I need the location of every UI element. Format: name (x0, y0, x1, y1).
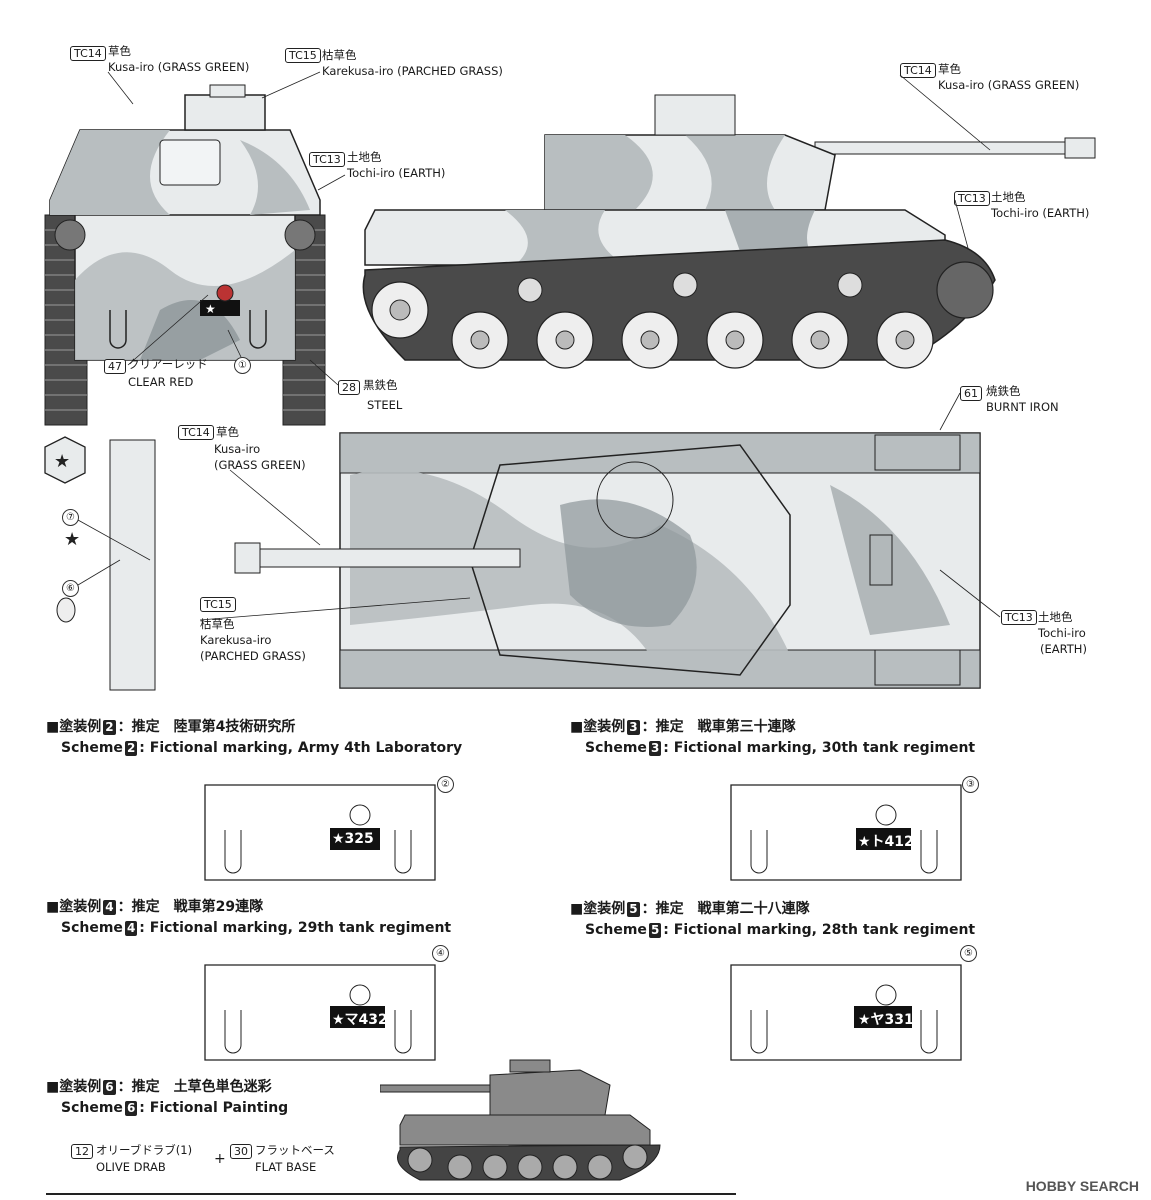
sv-en-61: BURNT IRON (986, 400, 1059, 414)
fv-jp-tc15: 枯草色 (322, 48, 357, 62)
scheme-4-plate: ★マ432 (332, 1012, 388, 1028)
tv-marker-7: ⑦ (62, 509, 79, 526)
bottom-rule (46, 1193, 736, 1195)
scheme-5-plate-drawing (730, 964, 962, 1061)
tv-jp-tc13: 土地色 (1038, 610, 1073, 624)
tv-en1-tc14: Kusa-iro (214, 442, 261, 456)
scheme-5-plate: ★ヤ331 (858, 1012, 914, 1028)
sv-jp-tc14: 草色 (938, 62, 961, 76)
svg-text:★: ★ (64, 529, 80, 550)
top-view-drawing (234, 432, 981, 689)
tv-marker-6: ⑥ (62, 580, 79, 597)
paint-code-12: 12 (71, 1144, 93, 1159)
scheme-5-marker: ⑤ (960, 945, 977, 962)
fv-jp-28: 黒鉄色 (363, 378, 398, 392)
scheme-2-marker: ② (437, 776, 454, 793)
fv-en-tc13: Tochi-iro (EARTH) (347, 166, 446, 180)
fv-code-28: 28 (338, 380, 360, 395)
sv-jp-61: 焼鉄色 (986, 384, 1021, 398)
front-view-drawing: ★ (44, 84, 326, 426)
tv-en2-tc15: (PARCHED GRASS) (200, 649, 306, 663)
fv-leader-lines (107, 71, 346, 386)
side-view-drawing (362, 94, 1096, 369)
scheme-2-plate: ★325 (332, 831, 374, 847)
scheme-4-marker: ④ (432, 945, 449, 962)
sv-code-61: 61 (960, 386, 982, 401)
tv-en1-tc13: Tochi-iro (1038, 626, 1086, 640)
fv-code-tc14: TC14 (70, 46, 106, 61)
scheme-3-marker: ③ (962, 776, 979, 793)
tv-jp-tc14: 草色 (216, 425, 239, 439)
scheme-3-plate-drawing (730, 784, 962, 881)
paint-plus: + (214, 1151, 226, 1167)
fv-en-tc15: Karekusa-iro (PARCHED GRASS) (322, 64, 503, 78)
sv-en-tc14: Kusa-iro (GRASS GREEN) (938, 78, 1080, 92)
paint-jp-30: フラットベース (255, 1143, 335, 1157)
fv-code-tc15: TC15 (285, 48, 321, 63)
tv-en1-tc15: Karekusa-iro (200, 633, 272, 647)
fv-en-28: STEEL (367, 398, 403, 412)
paint-en-12: OLIVE DRAB (96, 1160, 166, 1174)
fv-code-tc13: TC13 (309, 152, 345, 167)
fv-jp-47: クリアーレッド (128, 357, 208, 371)
tv-en2-tc14: (GRASS GREEN) (214, 458, 306, 472)
sv-leader-lines (899, 74, 991, 431)
tv-code-tc15: TC15 (200, 597, 236, 612)
scheme-6-tank-drawing (380, 1059, 661, 1181)
scheme-3-plate: ★ト412 (858, 834, 914, 850)
fv-marker-1: ① (234, 357, 251, 374)
tv-code-tc13: TC13 (1001, 610, 1037, 625)
fv-en-47: CLEAR RED (128, 375, 194, 389)
svg-text:★: ★ (205, 302, 216, 316)
scheme-2-plate-drawing (204, 784, 436, 881)
fv-code-47: 47 (104, 359, 126, 374)
tv-jp-tc15: 枯草色 (200, 617, 235, 631)
watermark: HOBBY SEARCH (1025, 1178, 1139, 1194)
tv-code-tc14: TC14 (178, 425, 214, 440)
tv-leader-lines (77, 469, 1001, 621)
paint-jp-12: オリーブドラブ(1) (96, 1143, 193, 1157)
sv-en-tc13: Tochi-iro (EARTH) (991, 206, 1090, 220)
sv-jp-tc13: 土地色 (991, 190, 1026, 204)
scheme-4-plate-drawing (204, 964, 436, 1061)
sv-code-tc13: TC13 (954, 191, 990, 206)
sv-code-tc14: TC14 (900, 63, 936, 78)
paint-en-30: FLAT BASE (255, 1160, 317, 1174)
top-view-side-strip: ★ ★ (44, 436, 156, 691)
tv-en2-tc13: (EARTH) (1040, 642, 1087, 656)
fv-en-tc14: Kusa-iro (GRASS GREEN) (108, 60, 250, 74)
paint-code-30: 30 (230, 1144, 252, 1159)
fv-jp-tc14: 草色 (108, 44, 131, 58)
fv-jp-tc13: 土地色 (347, 150, 382, 164)
svg-text:★: ★ (54, 451, 70, 472)
